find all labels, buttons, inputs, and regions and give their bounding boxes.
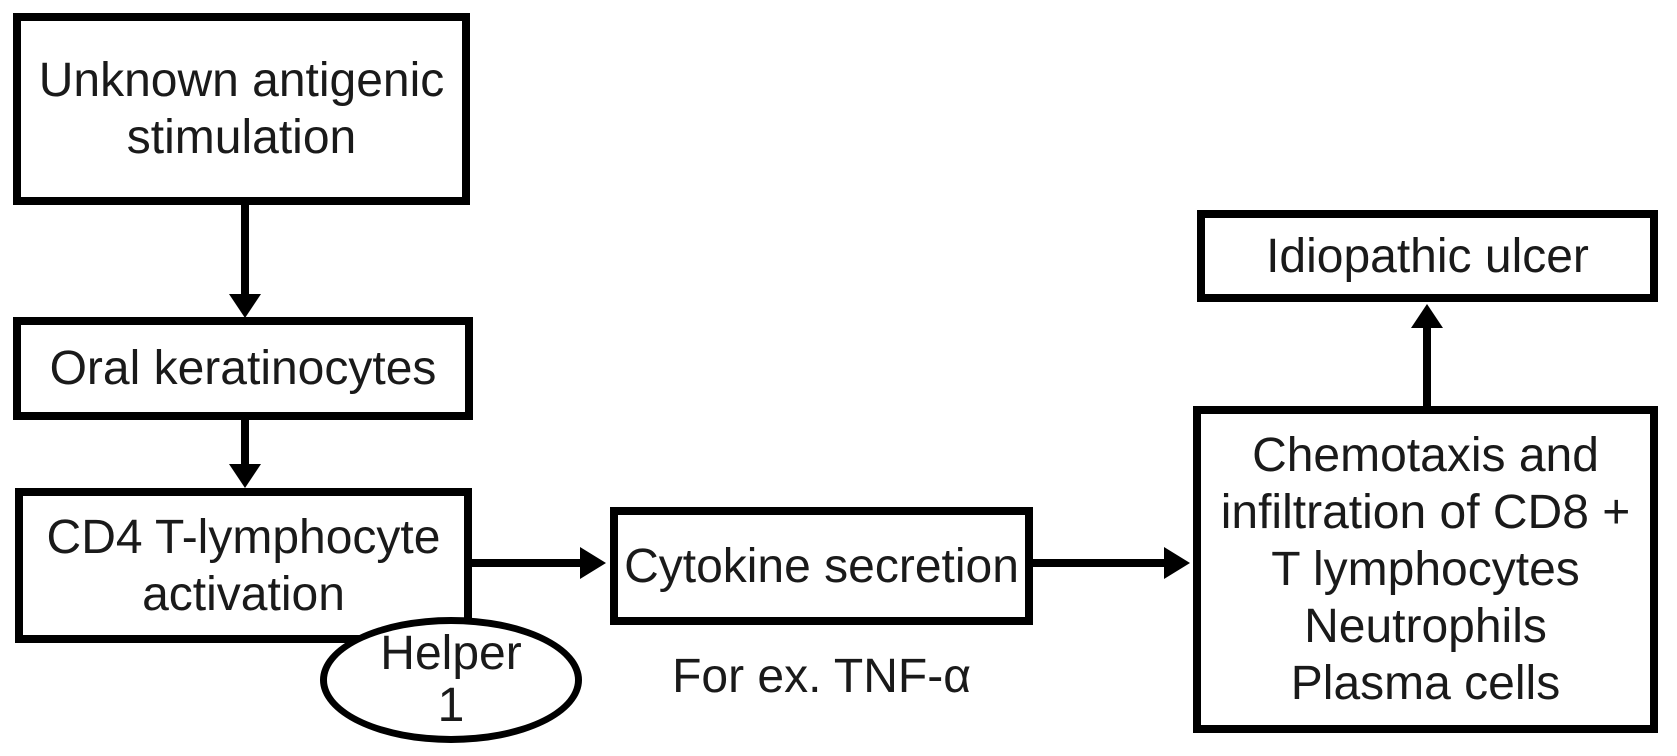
arrow-up-icon xyxy=(1411,304,1443,328)
node-label-line: stimulation xyxy=(126,111,357,164)
node-helper-1-ellipse: Helper 1 xyxy=(320,617,582,743)
arrow-down-icon xyxy=(229,294,261,318)
node-label-line: T lymphocytes xyxy=(1271,543,1580,596)
arrow-oral-to-cd4-shaft xyxy=(241,420,249,466)
node-label-line: Plasma cells xyxy=(1290,657,1561,710)
node-label-line: infiltration of CD8 + xyxy=(1220,486,1631,539)
node-idiopathic-ulcer: Idiopathic ulcer xyxy=(1197,210,1658,302)
node-label-line: Helper xyxy=(380,627,522,680)
node-label: Cytokine secretion xyxy=(624,539,1019,593)
arrow-right-icon xyxy=(1164,547,1190,579)
arrow-unknown-to-oral-shaft xyxy=(241,205,249,295)
annotation-tnf-alpha-example: For ex. TNF-α xyxy=(672,650,971,703)
node-chemotaxis-infiltration: Chemotaxis and infiltration of CD8 + T l… xyxy=(1193,406,1658,733)
node-oral-keratinocytes: Oral keratinocytes xyxy=(13,317,473,420)
arrow-chemotaxis-to-idiopathic-shaft xyxy=(1423,328,1431,406)
node-label-line: CD4 T-lymphocyte xyxy=(46,510,441,564)
node-label: Idiopathic ulcer xyxy=(1266,229,1589,283)
node-label-line: activation xyxy=(142,567,345,621)
node-cd4-t-lymphocyte-activation: CD4 T-lymphocyte activation xyxy=(15,488,472,643)
node-cytokine-secretion: Cytokine secretion xyxy=(610,507,1033,625)
node-label-line: 1 xyxy=(437,679,465,732)
arrow-cytokine-to-chemotaxis-shaft xyxy=(1033,559,1166,567)
arrow-right-icon xyxy=(580,547,606,579)
node-label-line: Neutrophils xyxy=(1304,600,1547,653)
arrow-down-icon xyxy=(229,464,261,488)
node-label-line: Unknown antigenic xyxy=(38,54,445,107)
node-label: Oral keratinocytes xyxy=(49,342,437,395)
node-label-line: Chemotaxis and xyxy=(1252,429,1599,482)
node-unknown-antigenic-stimulation: Unknown antigenic stimulation xyxy=(13,13,470,205)
arrow-cd4-to-cytokine-shaft xyxy=(472,559,582,567)
